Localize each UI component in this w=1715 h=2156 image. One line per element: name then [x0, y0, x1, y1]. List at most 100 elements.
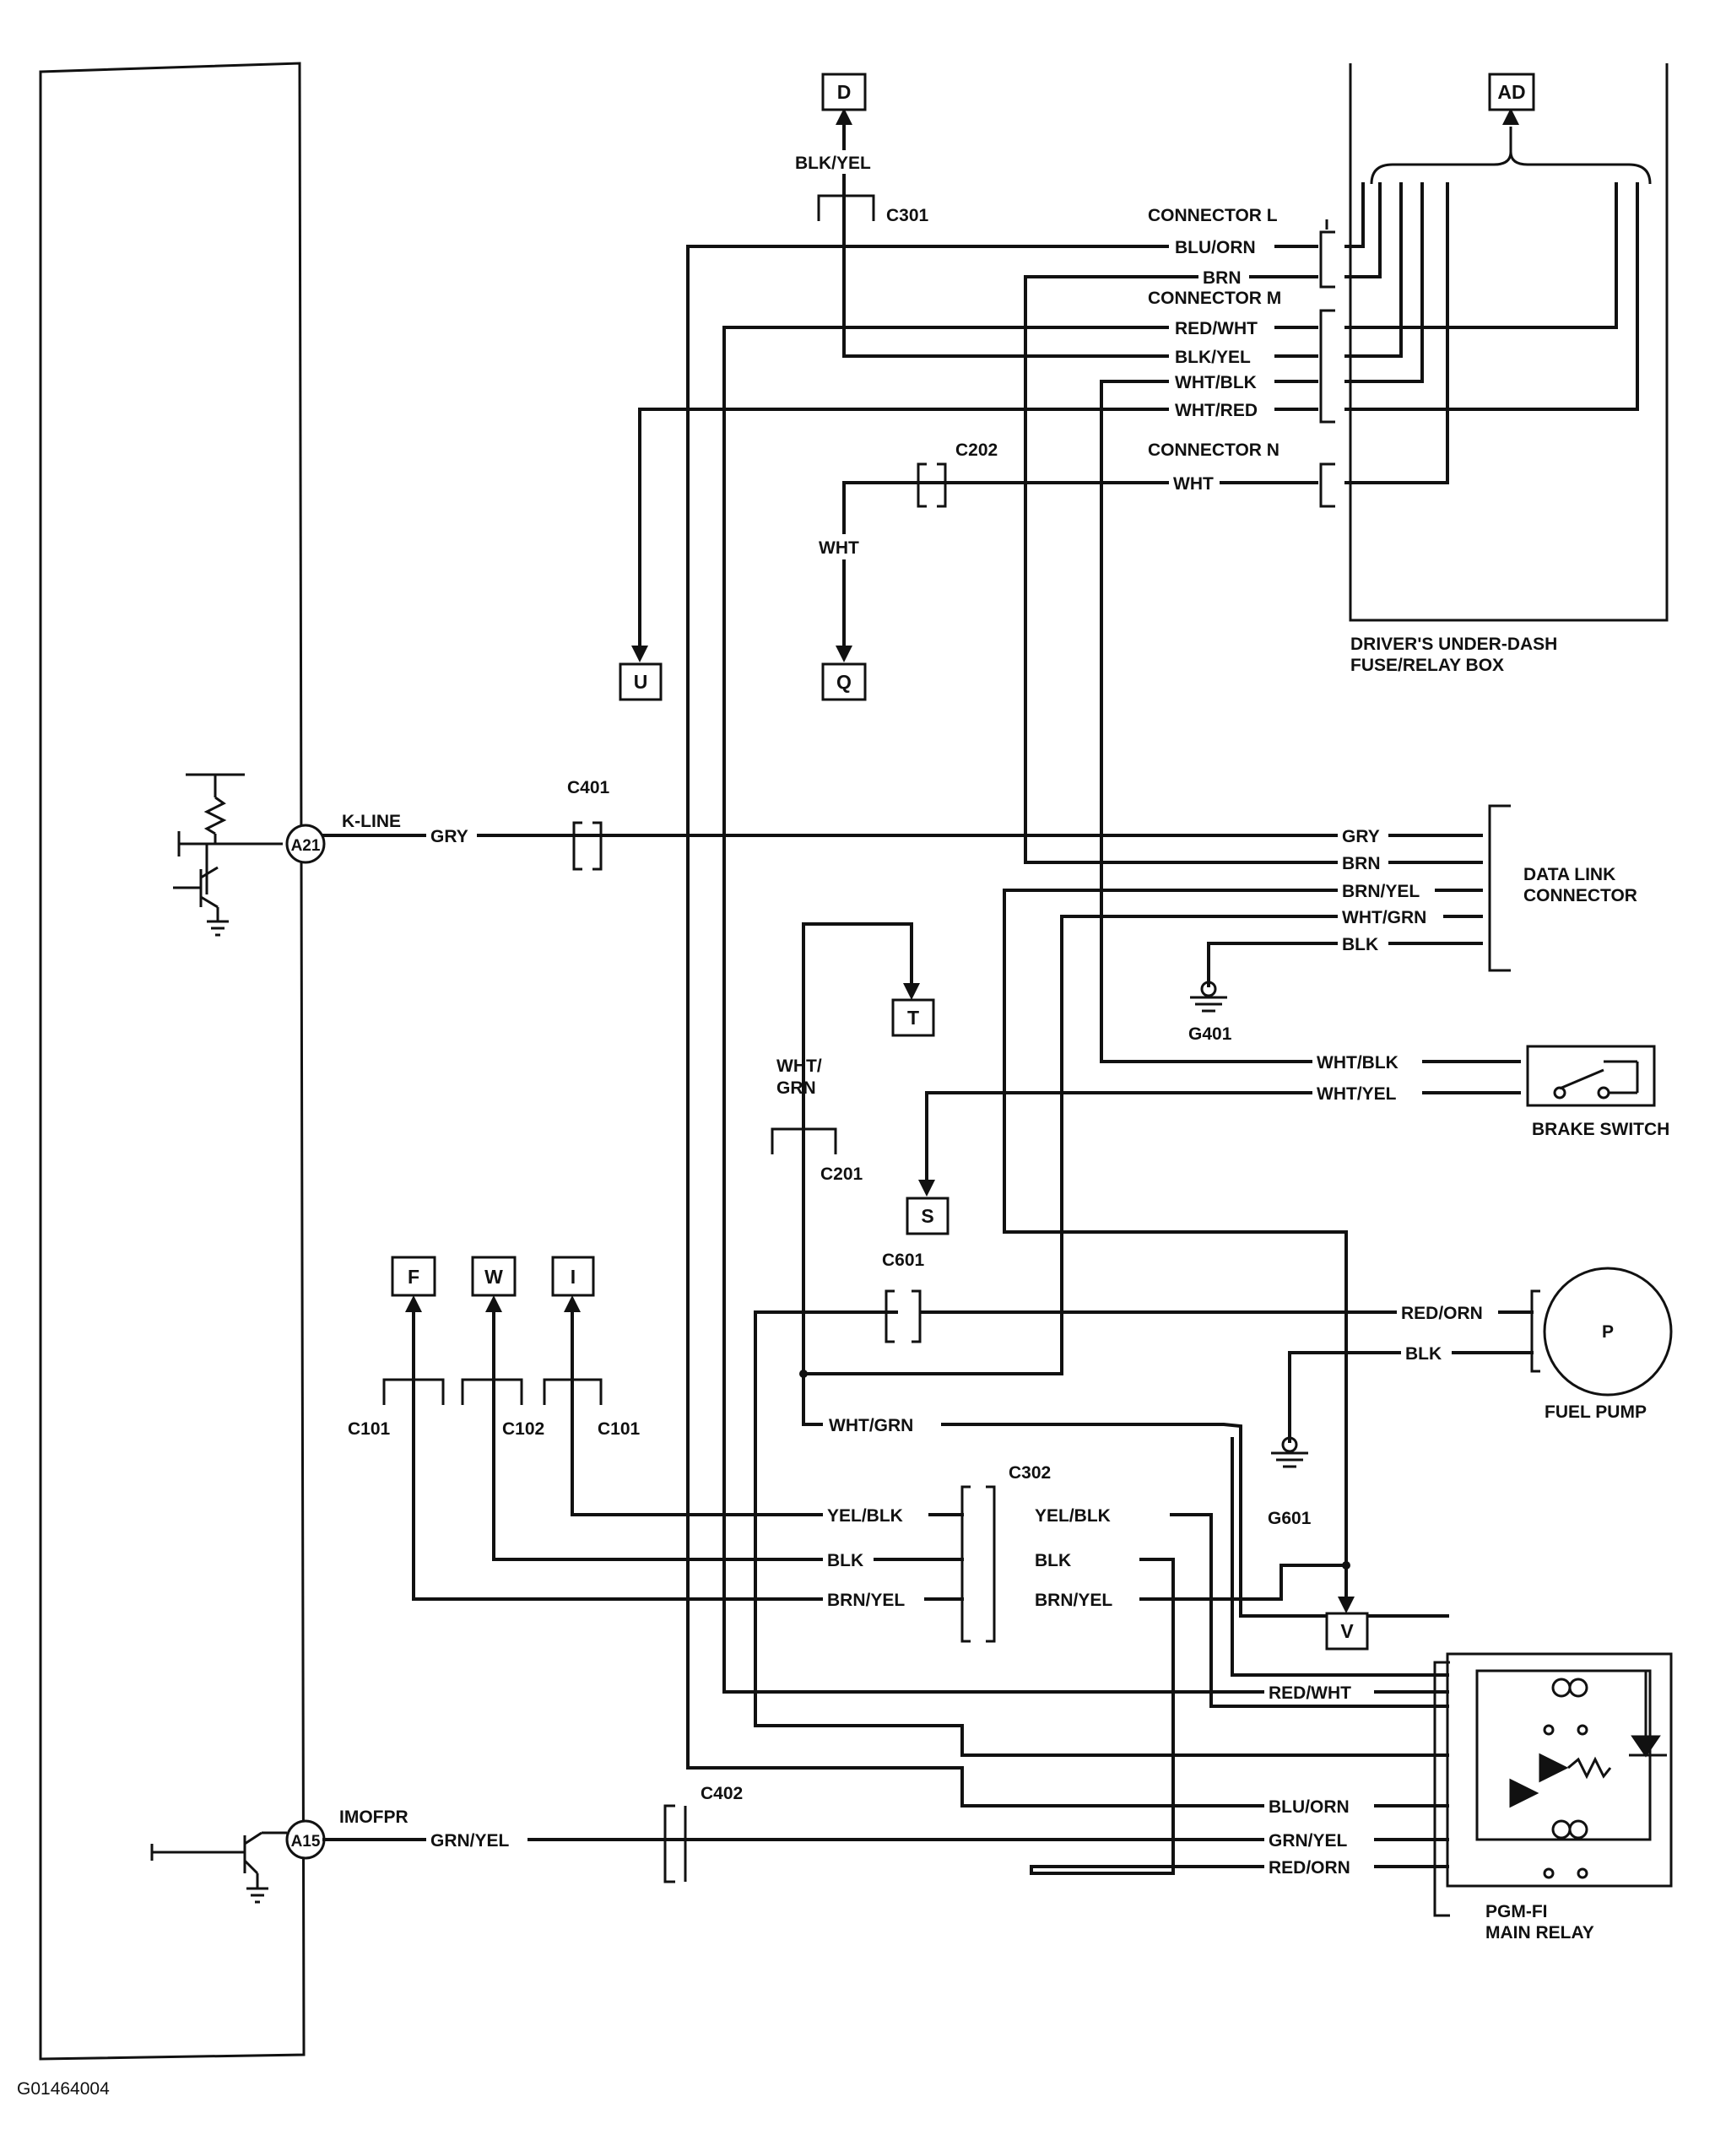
dlc-label-1: DATA LINK [1523, 865, 1615, 884]
wire-grn-yel-relay: GRN/YEL [1269, 1831, 1348, 1851]
wire-wht-grn-t-2: GRN [776, 1078, 816, 1098]
ecm-pin-a21-label: A21 [291, 837, 321, 855]
fuse-box-brace [1370, 127, 1652, 185]
wire-wht-q: WHT [819, 538, 859, 558]
relay-label-1: PGM-FI [1485, 1902, 1548, 1921]
fuse-box-label-2: FUSE/RELAY BOX [1350, 656, 1504, 675]
fuel-pump-symbol: P [1602, 1322, 1614, 1342]
connector-c401: C401 [567, 778, 610, 797]
ref-f: F [408, 1266, 419, 1288]
ref-w-box [471, 1256, 517, 1297]
ref-d-box [821, 73, 867, 111]
ref-t: T [907, 1007, 919, 1029]
wire-wht-grn-dlc: WHT/GRN [1342, 908, 1426, 927]
ref-ad: AD [1497, 81, 1525, 103]
ref-q: Q [836, 671, 852, 693]
wire-blk-dlc: BLK [1342, 935, 1378, 954]
brake-switch [1526, 1045, 1656, 1107]
ref-d: D [837, 81, 852, 103]
relay-label-2: MAIN RELAY [1485, 1923, 1594, 1943]
brake-switch-label: BRAKE SWITCH [1532, 1120, 1669, 1139]
connector-m: CONNECTOR M [1148, 289, 1281, 308]
pgm-fi-main-relay [1446, 1652, 1673, 1888]
wire-wht-yel-brake: WHT/YEL [1317, 1084, 1397, 1104]
connector-c101-right: C101 [598, 1419, 641, 1439]
connector-c301: C301 [886, 206, 929, 225]
wire-brn-yel-right: BRN/YEL [1035, 1591, 1112, 1610]
wire-wht-n: WHT [1173, 474, 1214, 494]
ecm-imofpr-driver-circuit [150, 1831, 287, 1904]
connector-c601: C601 [882, 1251, 925, 1270]
connector-c102: C102 [502, 1419, 544, 1439]
wire-gry-kline: GRY [430, 827, 468, 846]
ref-w: W [484, 1266, 503, 1288]
ref-s-box [906, 1197, 949, 1235]
ref-u-box [619, 662, 663, 701]
ref-q-box [821, 662, 867, 701]
ref-u: U [634, 671, 648, 693]
fuel-pump-label: FUEL PUMP [1545, 1402, 1647, 1422]
wire-brn-l: BRN [1203, 268, 1242, 288]
connector-n: CONNECTOR N [1148, 440, 1279, 460]
ecm-pin-a15-label: A15 [291, 1833, 321, 1851]
wire-blk-yel-top: BLK/YEL [795, 154, 871, 173]
connector-c302: C302 [1009, 1463, 1051, 1483]
connector-symbols [382, 194, 1450, 1917]
wire-label-backgrounds [426, 150, 1498, 1878]
ref-t-box [891, 998, 935, 1037]
fuse-box-label-1: DRIVER'S UNDER-DASH [1350, 635, 1557, 654]
wire-grn-yel-ecm: GRN/YEL [430, 1831, 510, 1851]
arrowheads [405, 108, 1519, 1613]
wire-blk-right: BLK [1035, 1551, 1071, 1570]
fuse-relay-box [1349, 63, 1669, 622]
ground-symbols [1190, 981, 1308, 1468]
ref-ad-box [1488, 73, 1535, 111]
ref-i: I [571, 1266, 576, 1288]
connector-c402: C402 [701, 1784, 743, 1803]
wire-wht-blk-m: WHT/BLK [1175, 373, 1257, 392]
wire-red-orn-pump: RED/ORN [1401, 1304, 1483, 1323]
wire-yel-blk-left: YEL/BLK [827, 1506, 903, 1526]
wire-wht-blk-brake: WHT/BLK [1317, 1053, 1399, 1073]
fuel-pump [1530, 1267, 1673, 1397]
connector-l: CONNECTOR L [1148, 206, 1278, 225]
g601-label: G601 [1268, 1509, 1312, 1528]
wire-blk-yel-m: BLK/YEL [1175, 348, 1251, 367]
connector-c202: C202 [955, 440, 998, 460]
wire-yel-blk-right: YEL/BLK [1035, 1506, 1111, 1526]
wire-wht-grn-lower: WHT/GRN [829, 1416, 913, 1435]
ref-f-box [391, 1256, 436, 1297]
data-link-connector [1488, 804, 1511, 972]
ref-v-box [1325, 1612, 1369, 1651]
wire-blu-orn-relay: BLU/ORN [1269, 1797, 1350, 1817]
figure-id: G01464004 [17, 2079, 110, 2099]
ref-s: S [921, 1205, 933, 1227]
imofpr-label: IMOFPR [339, 1807, 408, 1827]
junction-dots [799, 1370, 1350, 1570]
ref-boxes [391, 73, 1535, 1651]
ecm-kline-driver-circuit [173, 773, 283, 937]
ecm-unit [39, 62, 306, 2061]
wire-red-orn-relay: RED/ORN [1269, 1858, 1350, 1878]
wire-brn-yel-left: BRN/YEL [827, 1591, 905, 1610]
wire-gry-dlc: GRY [1342, 827, 1380, 846]
wire-blk-left: BLK [827, 1551, 863, 1570]
ecm-pin-a21 [285, 824, 326, 864]
dlc-label-2: CONNECTOR [1523, 886, 1637, 905]
fuse-box-connectors [1319, 219, 1335, 508]
kline-label: K-LINE [342, 812, 401, 831]
g401-label: G401 [1188, 1024, 1232, 1044]
ref-v: V [1340, 1620, 1354, 1642]
wire-wht-red-m: WHT/RED [1175, 401, 1258, 420]
wire-red-wht-relay: RED/WHT [1269, 1683, 1351, 1703]
wire-network [322, 116, 1639, 1875]
ref-i-box [551, 1256, 595, 1297]
wire-brn-yel-dlc: BRN/YEL [1342, 882, 1420, 901]
wire-blu-orn-l: BLU/ORN [1175, 238, 1256, 257]
wire-blk-pump: BLK [1405, 1344, 1442, 1364]
wire-wht-grn-t-1: WHT/ [776, 1056, 822, 1076]
connector-c201: C201 [820, 1164, 863, 1184]
wire-red-wht-m: RED/WHT [1175, 319, 1258, 338]
wire-brn-dlc: BRN [1342, 854, 1381, 873]
